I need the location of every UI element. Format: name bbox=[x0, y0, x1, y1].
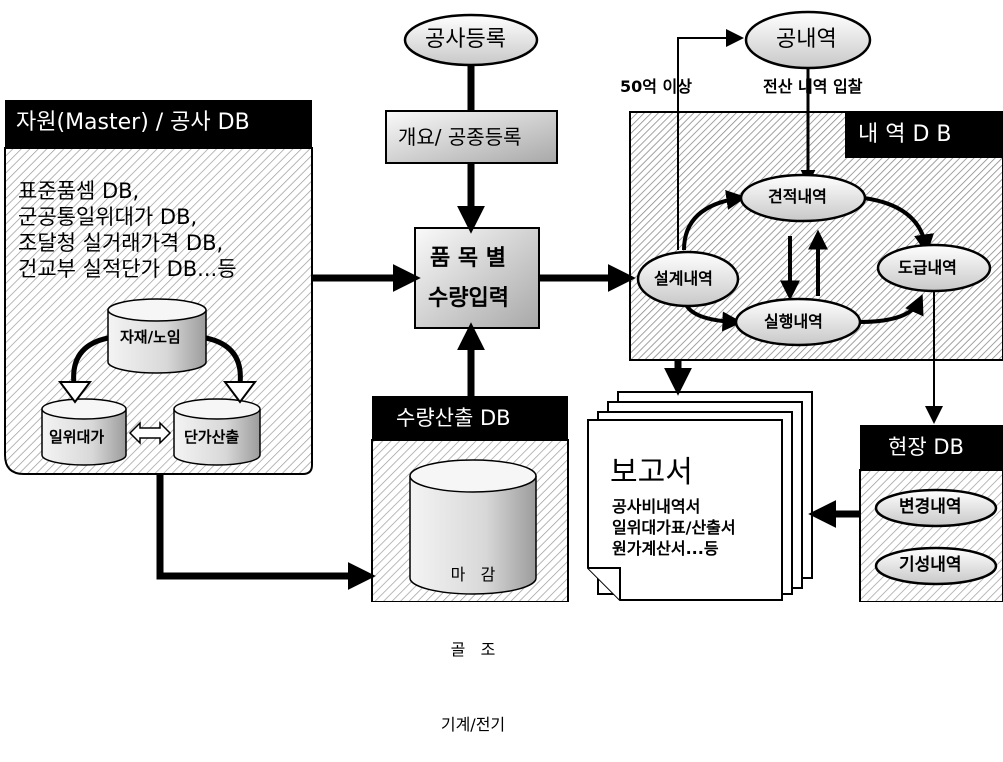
subcontract-label: 도급내역 bbox=[898, 258, 957, 277]
report-title: 보고서 bbox=[610, 455, 693, 490]
unit-price-double-arrow bbox=[128, 421, 172, 445]
finish-label: 마 감 bbox=[450, 565, 496, 584]
report-line: 원가계산서...등 bbox=[612, 539, 719, 558]
execution-label: 실행내역 bbox=[764, 312, 823, 331]
execution-oval bbox=[734, 297, 862, 347]
design-label: 설계내역 bbox=[654, 269, 713, 288]
report-line: 공사비내역서 bbox=[612, 497, 701, 516]
site-db-title: 현장 DB bbox=[888, 435, 964, 459]
design-oval bbox=[636, 250, 740, 308]
frame-label: 골 조 bbox=[450, 640, 496, 659]
progress-payment-oval bbox=[874, 546, 998, 586]
thin-connectors bbox=[677, 29, 943, 424]
report-line: 일위대가표/산출서 bbox=[612, 518, 736, 537]
overview-reg-label: 개요/ 공종등록 bbox=[398, 125, 522, 149]
resource-db-line: 표준품셈 DB, bbox=[18, 179, 140, 203]
material-labor-cylinder bbox=[107, 298, 207, 374]
item-qty-label-line1: 품 목 별 bbox=[430, 246, 507, 271]
e-bid-annotation: 전산 내역 입찰 bbox=[763, 77, 863, 96]
quantity-db-title: 수량산출 DB bbox=[396, 406, 511, 430]
resource-db-line: 군공통일위대가 DB, bbox=[18, 205, 198, 229]
quantity-db-cylinder-text: 마 감 골 조 기계/전기 bbox=[410, 512, 536, 762]
item-qty-box bbox=[414, 227, 540, 329]
detail-db-title: 내 역 D B bbox=[858, 122, 952, 147]
resource-db-line: 건교부 실적단가 DB...등 bbox=[18, 257, 237, 281]
main-flow-arrows bbox=[156, 66, 860, 590]
unit-price-label: 일위대가 bbox=[49, 428, 105, 446]
resource-db-line: 조달청 실거래가격 DB, bbox=[18, 231, 224, 255]
over-5bn-annotation: 50억 이상 bbox=[620, 77, 692, 96]
change-history-oval bbox=[874, 488, 998, 528]
unit-price-cylinder bbox=[41, 398, 127, 466]
public-detail-label: 공내역 bbox=[776, 27, 837, 52]
cylinder-curved-arrows bbox=[58, 335, 257, 404]
estimate-label: 견적내역 bbox=[768, 187, 827, 206]
estimate-oval bbox=[739, 173, 867, 223]
report-list: 공사비내역서 일위대가표/산출서 원가계산서...등 bbox=[612, 496, 736, 559]
structure-cylinder bbox=[409, 459, 537, 595]
change-history-label: 변경내역 bbox=[899, 497, 962, 517]
price-calc-cylinder bbox=[173, 398, 261, 466]
workflow-diagram bbox=[4, 10, 1003, 602]
construction-reg-oval bbox=[403, 13, 539, 67]
item-qty-label-line2: 수량입력 bbox=[428, 286, 509, 311]
resource-db-title: 자원(Master) / 공사 DB bbox=[16, 110, 250, 135]
price-calc-label: 단가산출 bbox=[184, 428, 240, 446]
report-document-stack bbox=[587, 391, 813, 601]
construction-reg-label: 공사등록 bbox=[425, 27, 506, 52]
resource-db-list: 표준품셈 DB, 군공통일위대가 DB, 조달청 실거래가격 DB, 건교부 실… bbox=[18, 178, 237, 282]
mep-label: 기계/전기 bbox=[440, 715, 506, 734]
material-labor-label: 자재/노임 bbox=[120, 328, 181, 346]
subcontract-oval bbox=[876, 243, 992, 293]
progress-payment-label: 기성내역 bbox=[899, 555, 962, 575]
